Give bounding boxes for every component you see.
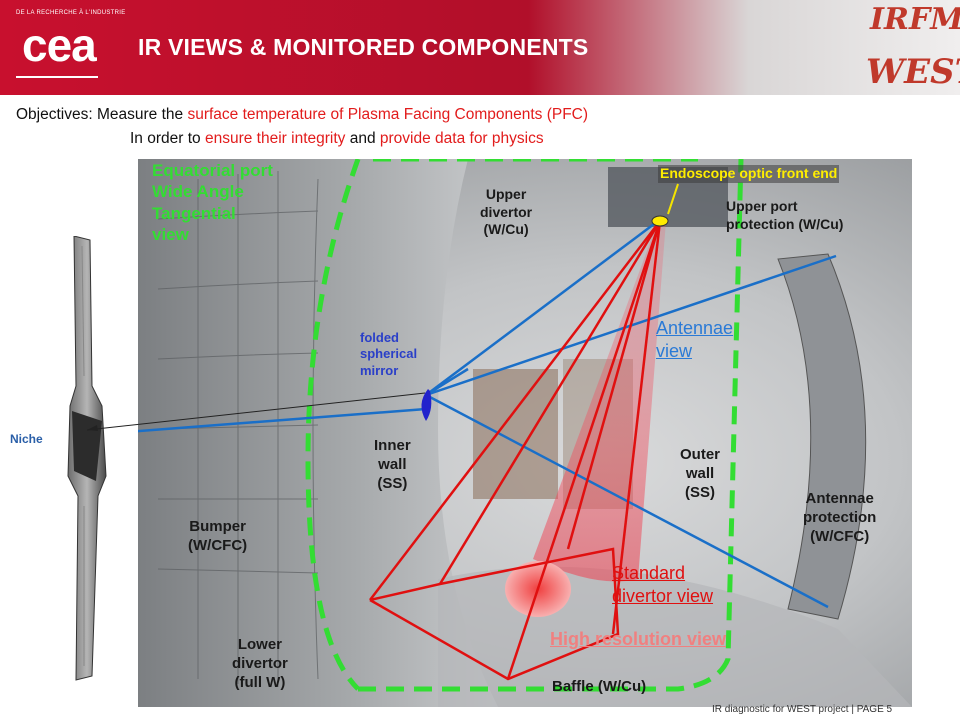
- upper-port-label: Upper port protection (W/Cu): [726, 198, 843, 233]
- antennae-protection-line-2: protection: [803, 508, 877, 526]
- irfm-logo: IRFM: [870, 2, 960, 37]
- upper-port-line-2: protection (W/Cu): [726, 215, 844, 232]
- outer-wall-label: Outer wall (SS): [680, 446, 720, 502]
- objectives-physics: provide data for physics: [379, 130, 544, 147]
- standard-view-line-2: divertor view: [612, 586, 714, 607]
- lower-divertor-label: Lower divertor (full W): [232, 636, 288, 692]
- header-banner: [0, 0, 960, 95]
- outer-wall-line-3: (SS): [685, 483, 715, 501]
- upper-divertor-line-2: divertor: [480, 203, 533, 220]
- equatorial-line-2: Wide Angle: [152, 182, 244, 202]
- high-resolution-view-label: High resolution view: [550, 629, 727, 649]
- niche-component-drawing: [67, 236, 107, 681]
- outer-wall-line-2: wall: [685, 464, 715, 482]
- bumper-line-2: (W/CFC): [188, 536, 248, 554]
- baffle-label: Baffle (W/Cu): [552, 678, 647, 695]
- lower-divertor-line-1: Lower: [237, 636, 283, 653]
- red-rays: [369, 220, 662, 681]
- inner-wall-line-1: Inner: [374, 437, 411, 454]
- mirror-line-2: spherical: [360, 346, 418, 362]
- antennae-protection-line-1: Antennae: [805, 490, 874, 507]
- upper-port-line-1: Upper port: [726, 198, 798, 214]
- equatorial-view-boundary: [305, 159, 361, 691]
- cea-logo-underline: [16, 76, 98, 78]
- view-boundary-right: [358, 159, 744, 692]
- antennae-protection-line-3: (W/CFC): [810, 527, 870, 545]
- bumper-line-1: Bumper: [189, 518, 246, 535]
- antennae-view-line-1: Antennae: [656, 318, 734, 338]
- standard-view-line-1: Standard: [612, 563, 686, 583]
- objectives-prefix: Objectives: Measure the: [16, 106, 188, 123]
- objectives-line-2: In order to ensure their integrity and p…: [130, 130, 544, 148]
- lower-divertor-line-3: (full W): [234, 673, 286, 691]
- upper-divertor-line-3: (W/Cu): [483, 221, 529, 237]
- antennae-view-label: Antennae view: [656, 317, 733, 364]
- equatorial-view-label: Equatorial port Wide Angle Tangential vi…: [152, 160, 273, 245]
- lower-divertor-line-2: divertor: [232, 654, 288, 672]
- mirror-line-1: folded: [360, 330, 399, 345]
- upper-divertor-line-1: Upper: [485, 186, 527, 202]
- equatorial-line-4: view: [152, 224, 189, 244]
- folded-mirror-label: folded spherical mirror: [360, 330, 417, 379]
- inner-wall-label: Inner wall (SS): [374, 437, 411, 493]
- objectives-integrity: ensure their integrity: [204, 130, 346, 147]
- antennae-view-line-2: view: [656, 341, 693, 362]
- footer: IR diagnostic for WEST project | PAGE 5: [712, 704, 892, 715]
- slide-title: IR VIEWS & MONITORED COMPONENTS: [138, 34, 589, 60]
- niche-label: Niche: [10, 432, 43, 446]
- inner-wall-line-3: (SS): [377, 474, 408, 492]
- endoscope-label: Endoscope optic front end: [658, 165, 840, 183]
- objectives-line-1: Objectives: Measure the surface temperat…: [16, 106, 588, 124]
- mirror-line-3: mirror: [360, 362, 399, 378]
- vessel-illustration: [138, 159, 912, 707]
- endoscope-lens: [651, 215, 669, 227]
- niche-pointer-line: [86, 392, 426, 431]
- folded-mirror-shape: [421, 389, 432, 421]
- vessel-photo: [138, 159, 912, 707]
- upper-divertor-label: Upper divertor (W/Cu): [480, 186, 532, 239]
- objectives-and: and: [345, 130, 380, 147]
- standard-divertor-view-label: Standard divertor view: [612, 562, 713, 609]
- objectives-line2-prefix: In order to: [130, 130, 205, 147]
- cea-tagline: DE LA RECHERCHE À L'INDUSTRIE: [16, 10, 126, 16]
- footer-text: IR diagnostic for WEST project: [712, 704, 849, 715]
- cea-logo: cea: [22, 19, 97, 71]
- west-logo: WEST: [866, 52, 960, 92]
- equatorial-line-3: Tangential: [152, 203, 236, 223]
- endoscope-arrow: [667, 183, 679, 215]
- equatorial-line-1: Equatorial port: [152, 161, 273, 180]
- antennae-protection-label: Antennae protection (W/CFC): [803, 490, 876, 546]
- page-number: | PAGE 5: [851, 704, 893, 715]
- outer-wall-line-1: Outer: [680, 446, 721, 463]
- objectives-highlight: surface temperature of Plasma Facing Com…: [187, 106, 589, 123]
- inner-wall-line-2: wall: [378, 455, 407, 473]
- bumper-label: Bumper (W/CFC): [188, 518, 247, 556]
